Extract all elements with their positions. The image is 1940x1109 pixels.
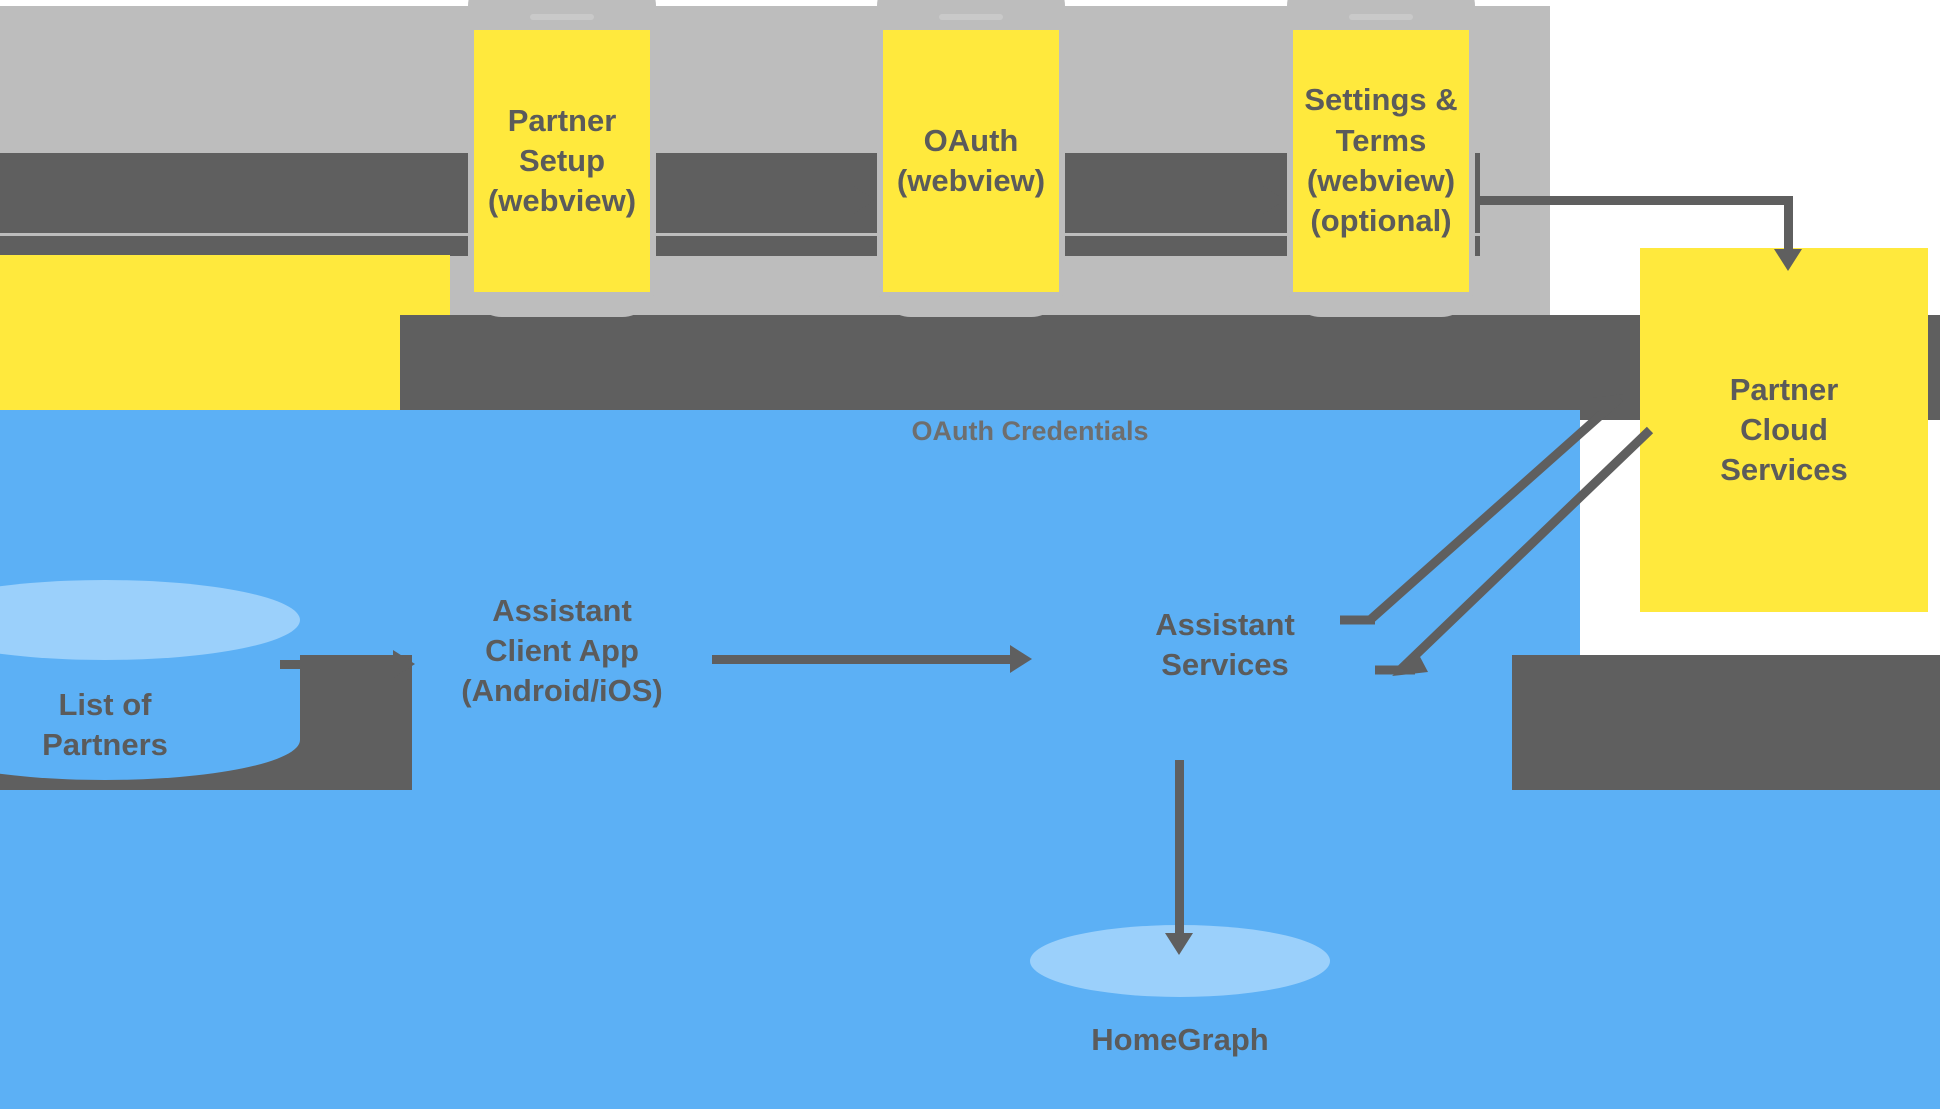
arrowhead-icon xyxy=(1010,645,1032,673)
arrow-partners-to-client-app xyxy=(280,650,415,678)
phone-speaker-notch xyxy=(939,14,1003,20)
diagonal-arrow-up-icon xyxy=(1340,394,1625,625)
top-dark-band-thin xyxy=(0,236,1480,256)
arrowhead-icon xyxy=(853,186,875,214)
edge-label-oauth-credentials: OAuth Credentials xyxy=(911,416,1149,446)
arrow-partner-setup-to-oauth xyxy=(660,186,875,214)
arrowhead-icon xyxy=(1165,933,1193,955)
arrowhead-icon xyxy=(1774,249,1802,271)
node-oauth-label: OAuth (webview) xyxy=(896,122,1046,198)
node-assistant-services-label: Assistant Services xyxy=(1155,606,1295,682)
node-oauth[interactable]: OAuth (webview) xyxy=(883,30,1059,292)
arrow-settings-to-partner-cloud xyxy=(1478,196,1788,205)
node-settings-terms[interactable]: Settings & Terms (webview) (optional) xyxy=(1293,30,1469,292)
arrowhead-icon xyxy=(393,650,415,678)
arrow-assistant-services-to-partner-cloud xyxy=(1320,380,1720,640)
arrow-partner-cloud-to-assistant-services xyxy=(1320,420,1720,720)
bottom-blue-panel xyxy=(0,790,1940,1109)
arrow-client-app-to-assistant-services xyxy=(712,645,1032,673)
arrow-oauth-to-settings xyxy=(1070,186,1285,214)
phone-speaker-notch xyxy=(530,14,594,20)
phone-speaker-notch xyxy=(1349,14,1413,20)
arrow-settings-to-partner-cloud-vertical xyxy=(1774,196,1802,271)
top-dark-band xyxy=(0,153,1480,233)
cylinder-top-ellipse xyxy=(0,580,300,660)
node-partner-setup[interactable]: Partner Setup (webview) xyxy=(474,30,650,292)
arrowhead-icon xyxy=(1263,186,1285,214)
node-assistant-client-app-label: Assistant Client App (Android/iOS) xyxy=(461,592,663,709)
node-partner-setup-label: Partner Setup (webview) xyxy=(487,102,637,219)
node-list-of-partners[interactable]: List of Partners xyxy=(0,580,300,780)
node-partner-cloud-services-label: Partner Cloud Services xyxy=(1720,371,1848,488)
diagonal-arrow-down-icon xyxy=(1375,426,1654,676)
arrow-assistant-services-to-homegraph xyxy=(1165,760,1193,955)
node-settings-terms-label: Settings & Terms (webview) (optional) xyxy=(1304,82,1458,239)
